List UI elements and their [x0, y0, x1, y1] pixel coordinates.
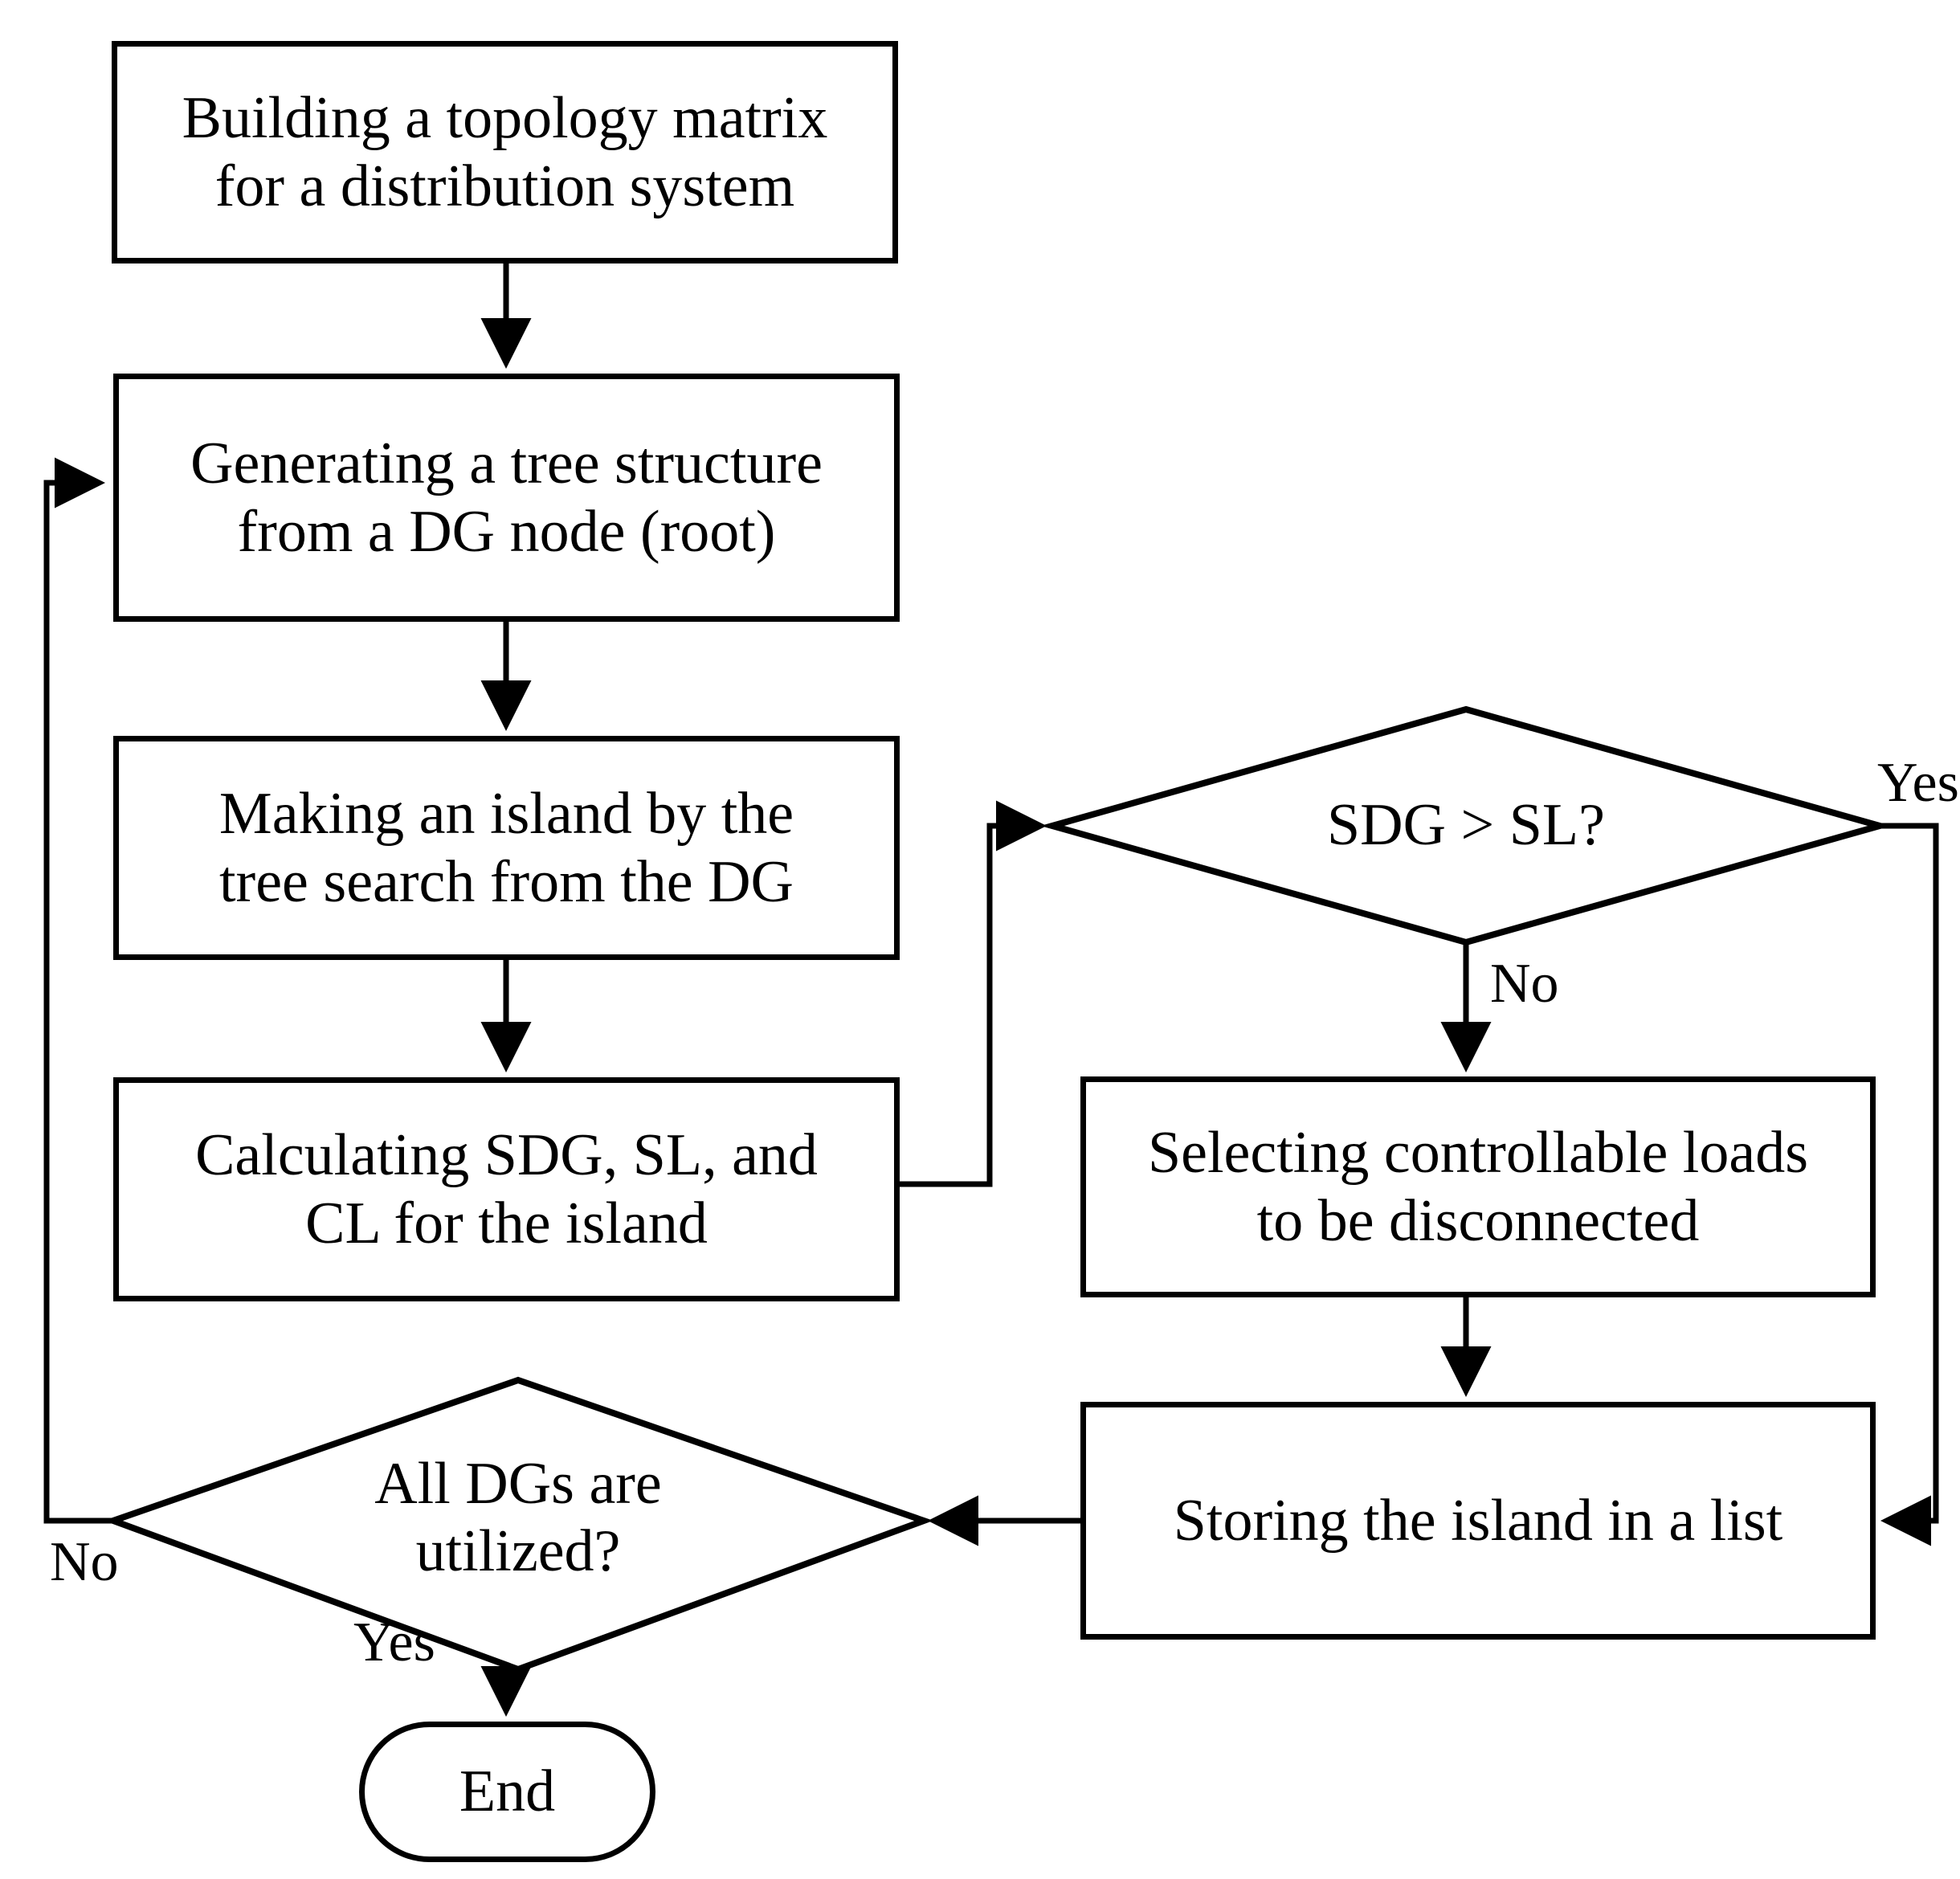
- edge-all-dgs-no-to-generate: [43, 457, 113, 1524]
- node-end[interactable]: End: [359, 1722, 655, 1862]
- edge-sdg-yes-to-store: [1880, 823, 1939, 1546]
- node-all-dgs-label: All DGs are utilized?: [374, 1451, 662, 1585]
- node-make-island[interactable]: Making an island by the tree search from…: [113, 736, 900, 960]
- edge-label-all-dgs-yes: Yes: [353, 1611, 435, 1673]
- edge-label-all-dgs-no: No: [50, 1531, 119, 1593]
- node-calculate-sdg-sl-cl[interactable]: Calculating SDG, SL, and CL for the isla…: [113, 1077, 900, 1301]
- node-make-island-label: Making an island by the tree search from…: [218, 781, 794, 915]
- node-store-island-label: Storing the island in a list: [1173, 1487, 1783, 1554]
- node-end-label: End: [459, 1758, 556, 1824]
- node-sdg-vs-sl-label: SDG > SL?: [1327, 792, 1605, 858]
- node-store-island[interactable]: Storing the island in a list: [1080, 1402, 1876, 1640]
- node-select-loads-label: Selecting controllable loads to be disco…: [1148, 1120, 1808, 1254]
- node-build-topology[interactable]: Building a topology matrix for a distrib…: [112, 41, 898, 263]
- edge-label-sdg-no: No: [1490, 953, 1559, 1015]
- edge-label-sdg-yes: Yes: [1877, 752, 1959, 814]
- node-calculate-sdg-sl-cl-label: Calculating SDG, SL, and CL for the isla…: [195, 1122, 818, 1256]
- node-select-loads[interactable]: Selecting controllable loads to be disco…: [1080, 1076, 1876, 1297]
- node-generate-tree[interactable]: Generating a tree structure from a DG no…: [113, 374, 900, 622]
- node-build-topology-label: Building a topology matrix for a distrib…: [182, 85, 828, 219]
- node-generate-tree-label: Generating a tree structure from a DG no…: [190, 431, 823, 565]
- edge-calculate-to-sdg-decision: [900, 800, 1047, 1187]
